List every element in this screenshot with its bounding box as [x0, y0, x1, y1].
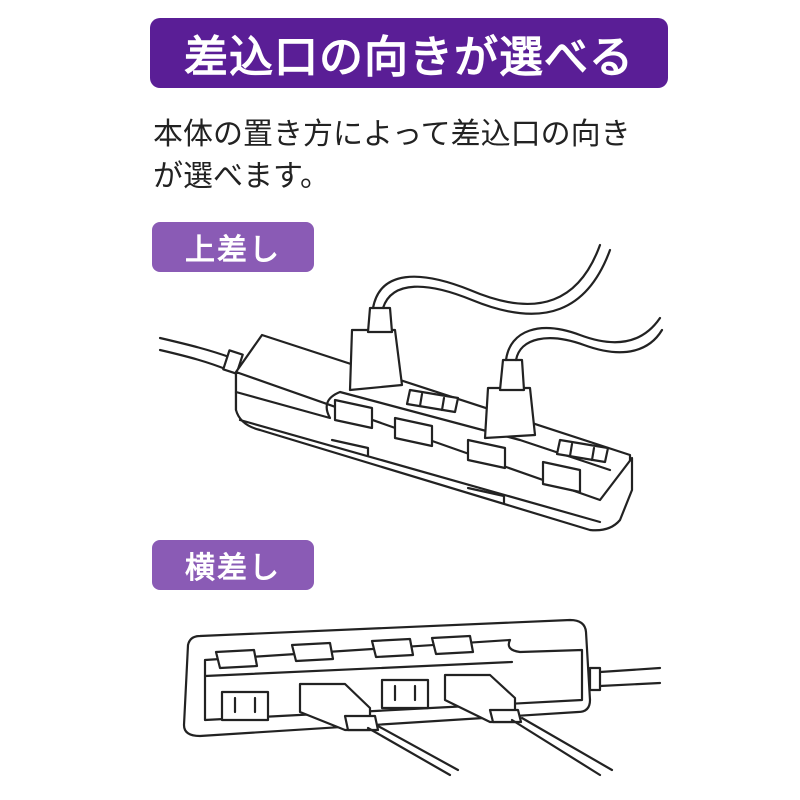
description-line-1: 本体の置き方によって差込口の向き — [153, 117, 631, 152]
section-label-text: 横差し — [185, 551, 281, 586]
switch-icon — [370, 637, 415, 659]
page-title: 差込口の向きが選べる — [184, 32, 634, 83]
socket-icon — [220, 690, 270, 722]
switch-icon — [214, 648, 259, 670]
socket-icon — [380, 678, 430, 710]
section-label-text: 上差し — [185, 233, 281, 268]
switch-icon — [333, 398, 582, 494]
section-label-side-plug: 横差し — [152, 540, 314, 590]
section-label-top-plug: 上差し — [152, 222, 314, 272]
title-banner: 差込口の向きが選べる — [150, 18, 668, 88]
description: 本体の置き方によって差込口の向き が選べます。 — [153, 114, 693, 198]
description-line-2: が選べます。 — [153, 159, 330, 194]
switch-icon — [430, 634, 475, 656]
switch-icon — [290, 641, 335, 663]
